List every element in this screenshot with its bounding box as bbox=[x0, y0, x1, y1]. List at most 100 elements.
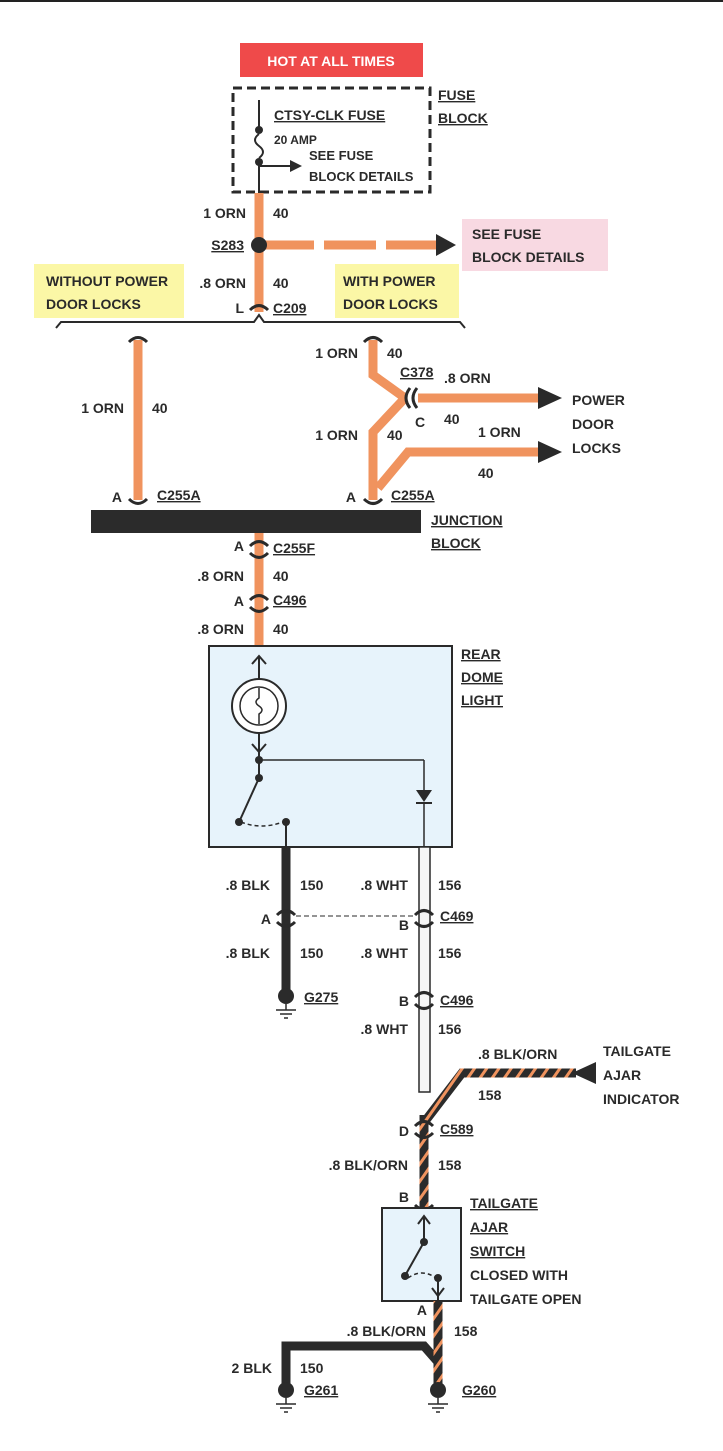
tailgate-indicator-1: TAILGATE bbox=[603, 1043, 671, 1059]
rear-dome-label-3: LIGHT bbox=[461, 692, 503, 708]
without-pdl-line1: WITHOUT POWER bbox=[46, 273, 168, 289]
wire-wht-156 bbox=[418, 846, 431, 1093]
without-pdl-line2: DOOR LOCKS bbox=[46, 296, 141, 312]
c378-connector-icon bbox=[404, 387, 412, 409]
tailgate-switch-label-5: TAILGATE OPEN bbox=[470, 1291, 581, 1307]
splice-branch-arrow-icon bbox=[436, 234, 456, 256]
c589-connector-icon bbox=[413, 1120, 435, 1128]
wire-bo3-circuit: 158 bbox=[454, 1323, 478, 1339]
c496-top-connector-icon bbox=[248, 594, 270, 602]
power-door-locks-1: POWER bbox=[572, 392, 625, 408]
c255f-connector-icon-2 bbox=[248, 551, 270, 559]
wire-w4-gauge: 1 ORN bbox=[315, 345, 358, 361]
c255f-pin: A bbox=[234, 538, 244, 554]
wire-w2-circuit: 40 bbox=[273, 275, 289, 291]
wire-w7-gauge: 1 ORN bbox=[478, 424, 521, 440]
tailgate-switch-label-2: AJAR bbox=[470, 1219, 508, 1235]
fuse-terminal-top bbox=[255, 126, 263, 134]
c589-connector-icon-2 bbox=[413, 1131, 435, 1139]
wire-bk2-gauge: 2 BLK bbox=[232, 1360, 272, 1376]
door-switch-blade-icon bbox=[239, 777, 260, 821]
dome-filament-icon bbox=[255, 688, 263, 724]
wire-b2-circuit: 150 bbox=[300, 945, 324, 961]
wire-wh2-circuit: 156 bbox=[438, 945, 462, 961]
power-door-locks-3: LOCKS bbox=[572, 440, 621, 456]
dome-bulb-inner-icon bbox=[239, 686, 279, 726]
c255a-right-connector-icon bbox=[362, 497, 384, 505]
fuse-element-icon bbox=[254, 133, 264, 159]
c469-name: C469 bbox=[440, 908, 474, 924]
wire-w7-circuit: 40 bbox=[478, 465, 494, 481]
wire-right-lower bbox=[368, 394, 409, 500]
wire-w1-gauge: 1 ORN bbox=[203, 205, 246, 221]
door-switch-contact bbox=[235, 818, 243, 826]
with-pdl-box bbox=[335, 264, 459, 318]
sw-top-pin: B bbox=[399, 1189, 409, 1205]
rear-dome-label-2: DOME bbox=[461, 669, 503, 685]
wire-bo2-gauge: .8 BLK/ORN bbox=[329, 1157, 408, 1173]
power-door-locks-2: DOOR bbox=[572, 416, 614, 432]
pdl-upper-arrow-icon bbox=[538, 387, 562, 409]
c469-pin-a: A bbox=[261, 911, 271, 927]
junction-block-label-2: BLOCK bbox=[431, 535, 481, 551]
wire-wh1-gauge: .8 WHT bbox=[361, 877, 409, 893]
c469-b-connector-icon bbox=[413, 909, 435, 917]
tailgate-switch-output-chevron-icon bbox=[431, 1287, 445, 1298]
wire-w3-gauge: 1 ORN bbox=[81, 400, 124, 416]
c378-connector-icon-2 bbox=[411, 387, 419, 409]
wire-w6-gauge: .8 ORN bbox=[444, 370, 491, 386]
wire-bo1-gauge: .8 BLK/ORN bbox=[478, 1046, 557, 1062]
wire-wh1-circuit: 156 bbox=[438, 877, 462, 893]
junction-block-label-1: JUNCTION bbox=[431, 512, 503, 528]
wire-w9-gauge: .8 ORN bbox=[197, 621, 244, 637]
c255a-right-name: C255A bbox=[391, 487, 435, 503]
door-switch-dashed-link bbox=[240, 821, 284, 827]
wire-w5-gauge: 1 ORN bbox=[315, 427, 358, 443]
c469-pin-b: B bbox=[399, 917, 409, 933]
wire-b1-gauge: .8 BLK bbox=[226, 877, 270, 893]
pdl-lower-arrow-icon bbox=[538, 441, 562, 463]
wire-wh3-circuit: 156 bbox=[438, 1021, 462, 1037]
ground-g260-node bbox=[430, 1382, 446, 1398]
ground-g275-node bbox=[278, 988, 294, 1004]
wire-bo3-gauge: .8 BLK/ORN bbox=[347, 1323, 426, 1339]
with-pdl-line1: WITH POWER bbox=[343, 273, 436, 289]
rear-dome-light-module bbox=[208, 645, 453, 848]
splice-s283-node bbox=[251, 237, 267, 253]
wire-w4-circuit: 40 bbox=[387, 345, 403, 361]
ground-g275-label: G275 bbox=[304, 989, 338, 1005]
diode-icon bbox=[416, 790, 432, 802]
junction-block-bar bbox=[91, 510, 421, 533]
hot-at-all-times-box bbox=[240, 43, 423, 77]
tailgate-indicator-3: INDICATOR bbox=[603, 1091, 679, 1107]
left-top-connector-icon bbox=[127, 336, 149, 344]
wire-blk-orn-indicator bbox=[422, 1068, 576, 1123]
c496-low-connector-icon-2 bbox=[413, 1002, 435, 1010]
c255f-connector-icon bbox=[248, 540, 270, 548]
c496-top-connector-icon-2 bbox=[248, 605, 270, 613]
c469-a-connector-icon-2 bbox=[275, 920, 297, 928]
wire-w3-circuit: 40 bbox=[152, 400, 168, 416]
wire-w5-circuit: 40 bbox=[387, 427, 403, 443]
option-bracket bbox=[55, 313, 466, 329]
c209-connector-icon bbox=[248, 304, 270, 312]
c589-pin: D bbox=[399, 1123, 409, 1139]
fuse-block-label-1: FUSE bbox=[438, 87, 475, 103]
c255f-name: C255F bbox=[273, 540, 315, 556]
tailgate-switch-blade-icon bbox=[405, 1241, 425, 1275]
c255a-right-pin: A bbox=[346, 489, 356, 505]
ground-g260-label: G260 bbox=[462, 1382, 496, 1398]
wire-w2-gauge: .8 ORN bbox=[199, 275, 246, 291]
fuse-see-details-1: SEE FUSE bbox=[309, 148, 374, 163]
sw-bottom-pin: A bbox=[417, 1302, 427, 1318]
tailgate-switch-label-3: SWITCH bbox=[470, 1243, 525, 1259]
c209-name: C209 bbox=[273, 300, 307, 316]
c469-a-connector-icon bbox=[275, 909, 297, 917]
c496-top-name: C496 bbox=[273, 592, 307, 608]
fuse-block-label-2: BLOCK bbox=[438, 110, 488, 126]
wire-wh3-gauge: .8 WHT bbox=[361, 1021, 409, 1037]
wire-w8-gauge: .8 ORN bbox=[197, 568, 244, 584]
without-pdl-box bbox=[34, 264, 184, 318]
fuse-see-details-2: BLOCK DETAILS bbox=[309, 169, 414, 184]
